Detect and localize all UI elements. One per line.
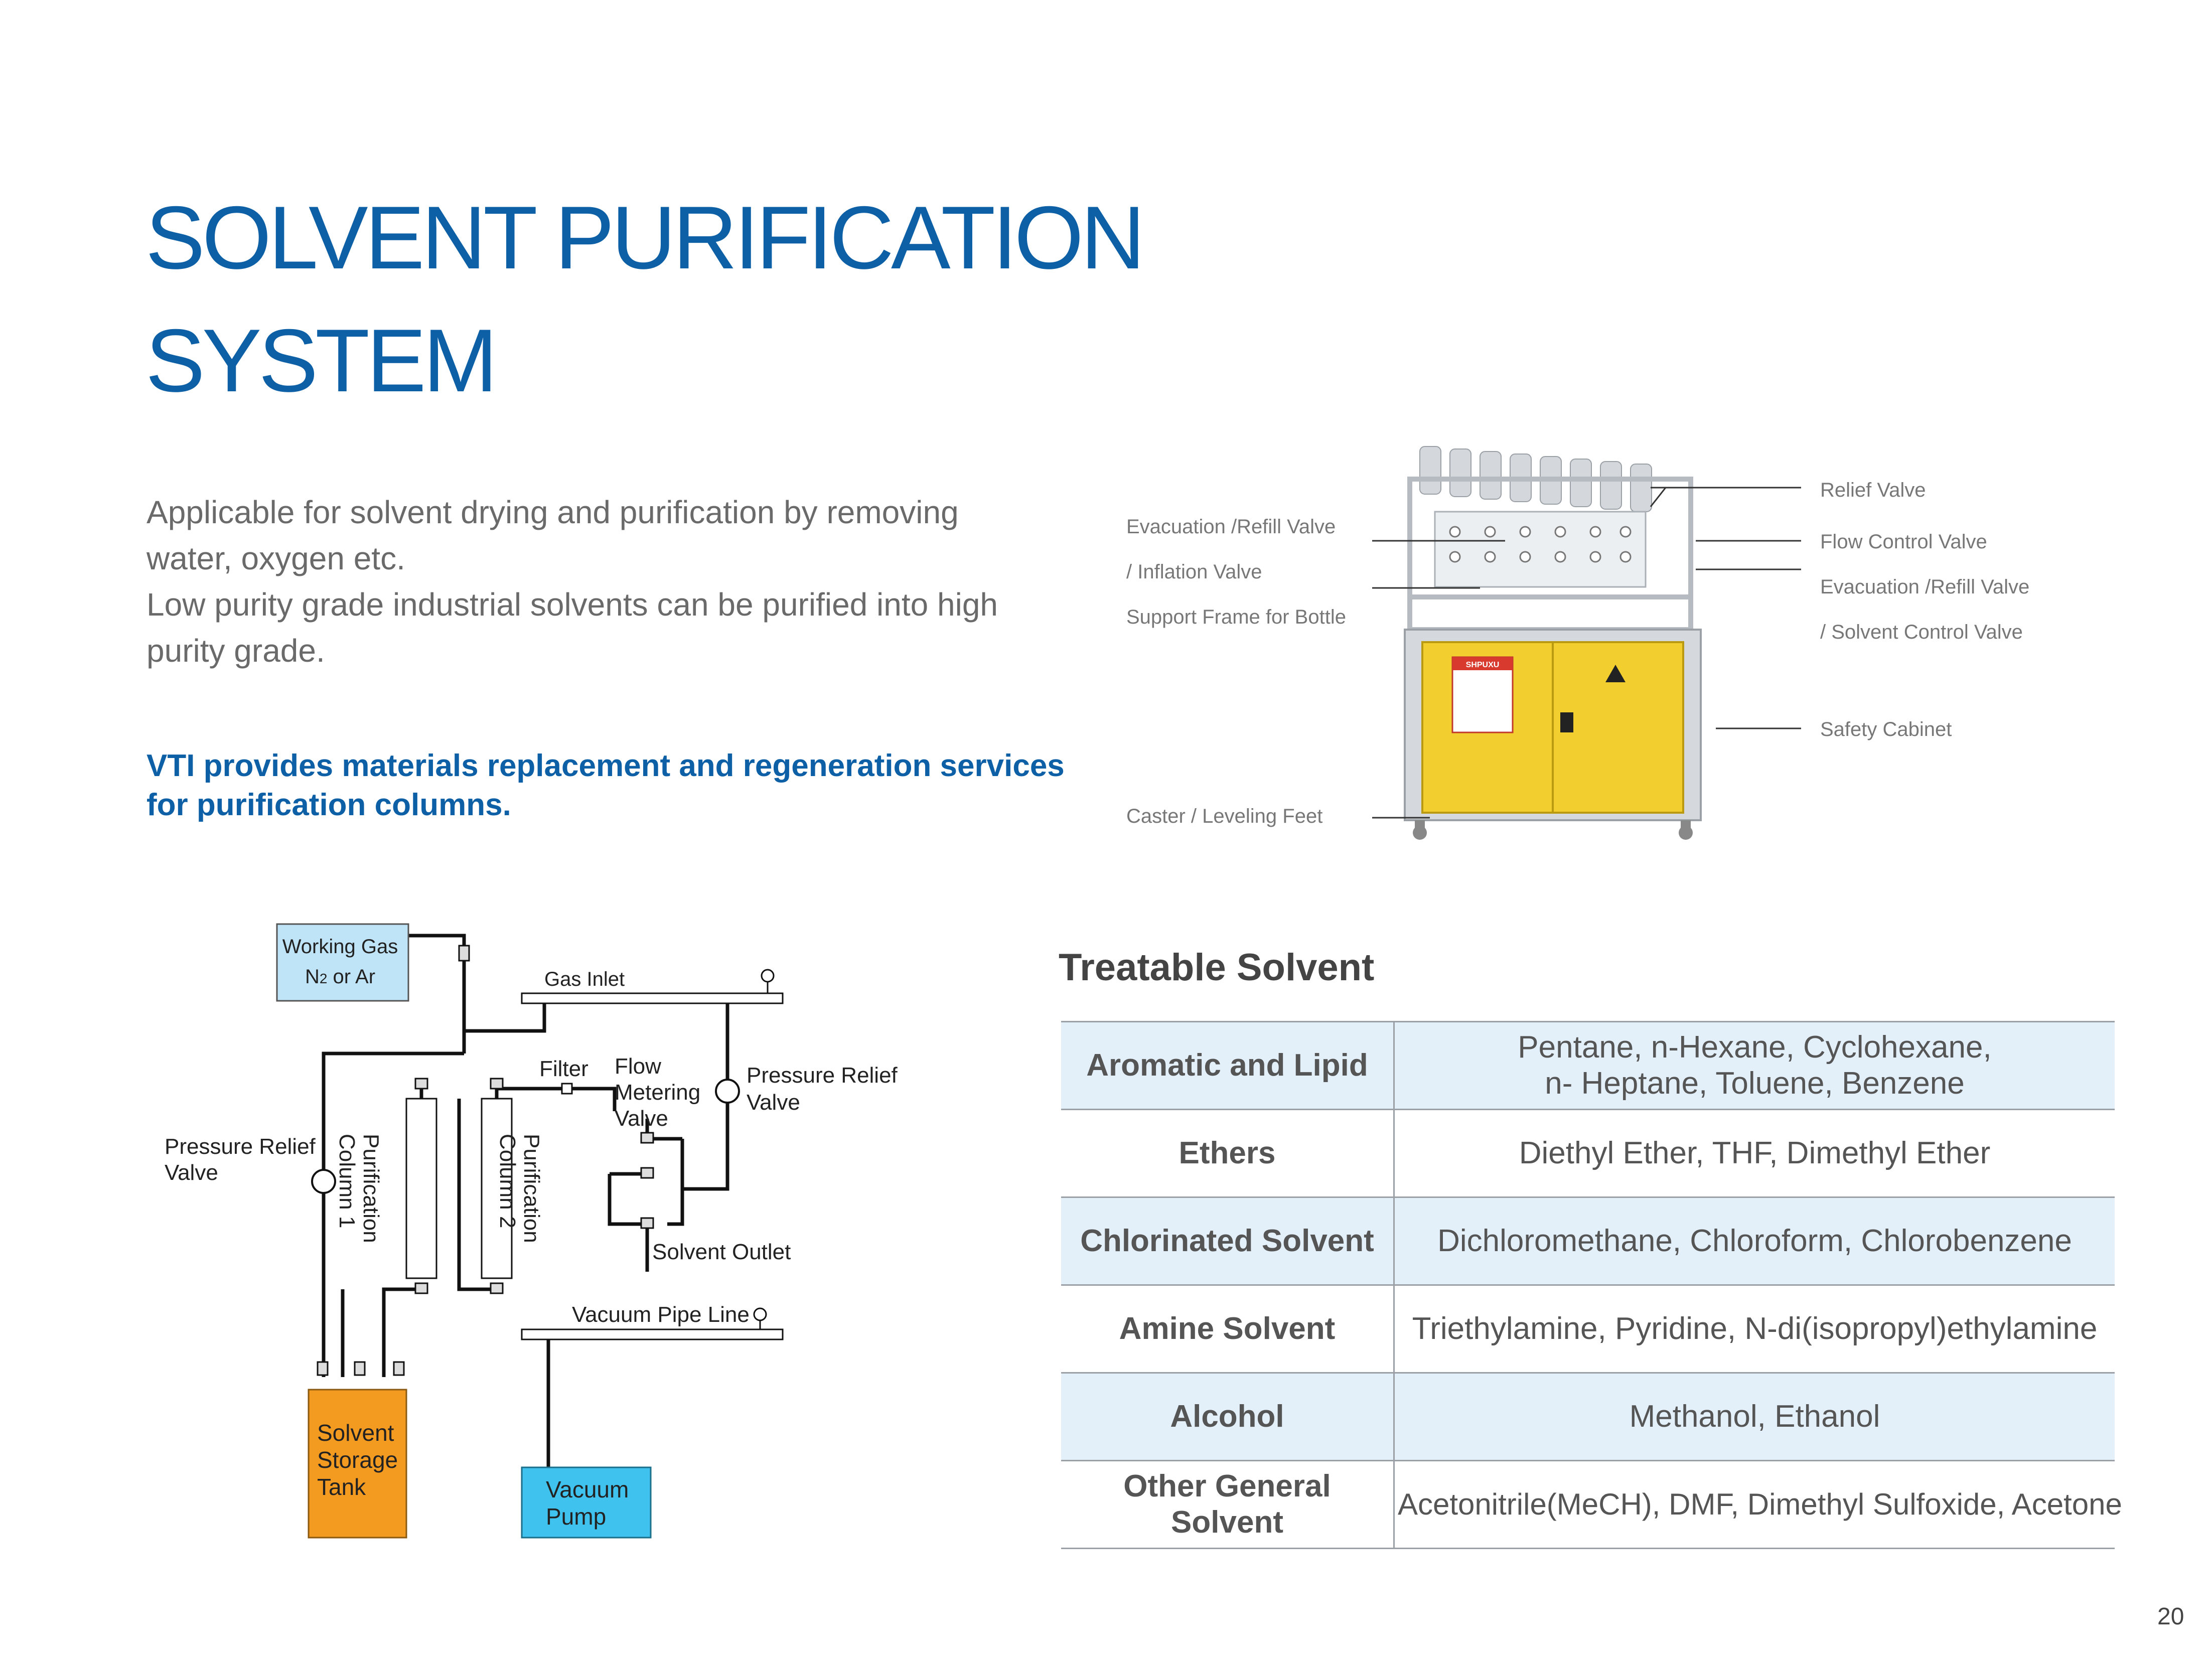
label-caster-feet: Caster / Leveling Feet xyxy=(1126,805,1323,827)
working-gas-type-label: N2 or Ar xyxy=(305,966,375,988)
column-2-label-1: Purification xyxy=(519,1134,544,1243)
hazard-icon xyxy=(1605,665,1626,682)
solvent-examples: Methanol, Ethanol xyxy=(1394,1372,2115,1461)
pressure-relief-right-label-2: Valve xyxy=(747,1090,800,1115)
pressure-relief-valve-left-icon xyxy=(311,1169,336,1194)
purification-column-2 xyxy=(481,1098,513,1279)
solvent-category: Chlorinated Solvent xyxy=(1061,1196,1395,1286)
column-1-label-1: Purification xyxy=(359,1134,383,1243)
label-safety-cabinet: Safety Cabinet xyxy=(1820,718,1952,740)
gas-inlet-label: Gas Inlet xyxy=(544,968,625,990)
column-1-label-2: Column 1 xyxy=(335,1134,359,1228)
purification-column-1 xyxy=(405,1098,437,1279)
treatable-solvent-table: Aromatic and Lipid Pentane, n-Hexane, Cy… xyxy=(1061,1021,2122,1549)
label-flow-control-valve: Flow Control Valve xyxy=(1820,531,1987,553)
solvent-examples-line-1: Pentane, n-Hexane, Cyclohexane, xyxy=(1518,1030,1992,1065)
metering-valves xyxy=(640,1132,654,1229)
column-valves xyxy=(414,1078,504,1294)
solvent-category: Aromatic and Lipid xyxy=(1061,1021,1395,1110)
tank-label-1: Solvent xyxy=(317,1420,394,1446)
tank-label-3: Tank xyxy=(317,1474,366,1500)
flow-metering-label-2: Metering xyxy=(615,1080,700,1105)
solvent-examples: Diethyl Ether, THF, Dimethyl Ether xyxy=(1394,1109,2115,1198)
solvent-storage-tank xyxy=(308,1389,407,1539)
filter-icon xyxy=(561,1083,573,1095)
valve-panel xyxy=(1434,511,1647,588)
gauge-icon xyxy=(761,969,775,983)
label-relief-valve: Relief Valve xyxy=(1820,479,1926,501)
table-row: Other General Solvent Acetonitrile(MeCH)… xyxy=(1061,1460,2122,1549)
pump-label-1: Vacuum xyxy=(546,1476,629,1502)
gas-valve-icon xyxy=(458,945,470,962)
solvent-examples: Dichloromethane, Chloroform, Chlorobenze… xyxy=(1394,1196,2115,1286)
solvent-category: Amine Solvent xyxy=(1061,1284,1395,1374)
page-number: 20 xyxy=(2157,1603,2184,1630)
cabinet-handle xyxy=(1560,712,1573,732)
intro-paragraph-2: Low purity grade industrial solvents can… xyxy=(146,586,998,669)
solvent-outlet-label: Solvent Outlet xyxy=(652,1240,791,1264)
pressure-relief-right-label-1: Pressure Relief xyxy=(747,1063,898,1088)
treatable-solvent-heading: Treatable Solvent xyxy=(1059,946,1375,989)
vacuum-gauge-icon xyxy=(753,1307,767,1321)
cabinet-brand-label: SHPUXU xyxy=(1466,661,1500,669)
table-row: Chlorinated Solvent Dichloromethane, Chl… xyxy=(1061,1196,2115,1286)
tank-valves xyxy=(317,1361,405,1376)
purification-system-photo: SHPUXU xyxy=(1404,446,1702,840)
valve-knobs xyxy=(1449,526,1632,563)
column-2-label-2: Column 2 xyxy=(495,1134,520,1228)
pressure-relief-left-label-2: Valve xyxy=(165,1160,218,1185)
label-inflation-valve: / Inflation Valve xyxy=(1126,561,1262,583)
intro-paragraph-1: Applicable for solvent drying and purifi… xyxy=(146,494,959,576)
pump-label-2: Pump xyxy=(546,1503,606,1530)
solvent-examples: Acetonitrile(MeCH), DMF, Dimethyl Sulfox… xyxy=(1394,1460,2122,1549)
table-row: Amine Solvent Triethylamine, Pyridine, N… xyxy=(1061,1284,2115,1374)
vacuum-pipe-header xyxy=(521,1328,784,1340)
table-row: Alcohol Methanol, Ethanol xyxy=(1061,1372,2115,1461)
solvent-category: Other General Solvent xyxy=(1061,1460,1395,1549)
working-gas-box xyxy=(276,923,409,1002)
label-support-frame: Support Frame for Bottle xyxy=(1126,606,1346,628)
flow-metering-label-3: Valve xyxy=(615,1106,668,1131)
solvent-examples-line-2: n- Heptane, Toluene, Benzene xyxy=(1545,1066,1965,1101)
solvent-examples: Pentane, n-Hexane, Cyclohexane, n- Hepta… xyxy=(1394,1021,2115,1110)
pressure-relief-left-label-1: Pressure Relief xyxy=(165,1134,316,1159)
pressure-relief-valve-right-icon xyxy=(715,1079,740,1104)
table-row: Ethers Diethyl Ether, THF, Dimethyl Ethe… xyxy=(1061,1109,2115,1198)
solvent-examples: Triethylamine, Pyridine, N-di(isopropyl)… xyxy=(1394,1284,2115,1374)
page-title-line-2: SYSTEM xyxy=(145,311,498,410)
vacuum-pump xyxy=(521,1466,652,1539)
solvent-category: Ethers xyxy=(1061,1109,1395,1198)
label-evacuation-refill-valve: Evacuation /Refill Valve xyxy=(1126,516,1336,538)
filter-label: Filter xyxy=(539,1057,588,1081)
page-title-line-1: SOLVENT PURIFICATION xyxy=(145,188,1145,287)
solvent-category: Alcohol xyxy=(1061,1372,1395,1461)
label-solvent-control-valve: / Solvent Control Valve xyxy=(1820,621,2023,643)
table-row: Aromatic and Lipid Pentane, n-Hexane, Cy… xyxy=(1061,1021,2115,1110)
vacuum-pipe-line-label: Vacuum Pipe Line xyxy=(572,1302,750,1327)
intro-text: Applicable for solvent drying and purifi… xyxy=(146,489,1050,674)
label-evacuation-refill-valve-right: Evacuation /Refill Valve xyxy=(1820,576,2030,598)
working-gas-label: Working Gas xyxy=(282,936,398,958)
tank-label-2: Storage xyxy=(317,1447,398,1473)
vti-service-note: VTI provides materials replacement and r… xyxy=(146,748,1065,822)
flow-metering-label-1: Flow xyxy=(615,1054,661,1079)
gas-inlet-header xyxy=(521,992,784,1004)
caster-wheels xyxy=(1413,820,1693,840)
